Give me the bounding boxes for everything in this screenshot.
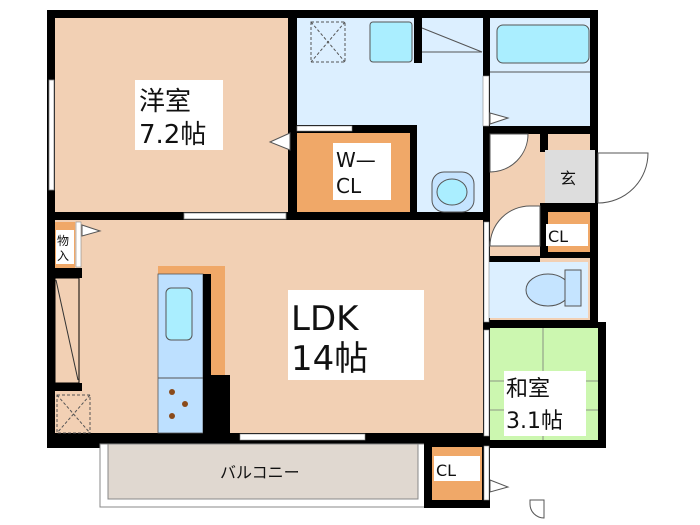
japanese-room-size: 3.1帖 xyxy=(506,409,563,434)
refrigerator-space xyxy=(56,394,91,434)
window-west xyxy=(48,79,55,191)
door-swing-icon xyxy=(268,132,291,151)
ldk-size: 14帖 xyxy=(291,339,368,379)
ldk-closet-label: CL xyxy=(436,461,456,480)
storage-label-1: 物 xyxy=(57,234,69,248)
washer-pan xyxy=(310,21,346,63)
entrance-closet-label: CL xyxy=(548,227,568,246)
storage-label-2: 入 xyxy=(57,249,69,263)
toilet-icon xyxy=(525,273,571,307)
bathtub xyxy=(496,24,590,64)
kitchen-sink xyxy=(165,287,193,341)
stove-burners-icon xyxy=(169,389,188,419)
western-room-size: 7.2帖 xyxy=(139,120,206,150)
ldk-label-box xyxy=(288,290,424,380)
entrance-label: 玄 xyxy=(560,169,576,188)
western-room-label-box xyxy=(135,80,223,150)
wic-label-2: CL xyxy=(336,174,362,198)
wic-label-1: W— xyxy=(336,148,376,172)
front-door[interactable] xyxy=(597,152,649,204)
japanese-label-box xyxy=(504,371,586,436)
ldk-name: LDK xyxy=(291,299,360,339)
western-room-name: 洋室 xyxy=(139,87,191,117)
balcony-label: バルコニー xyxy=(220,463,300,482)
door-swing-icon xyxy=(489,133,529,173)
sliding-door xyxy=(183,212,287,220)
vanity-sink xyxy=(369,21,413,63)
balcony-window xyxy=(239,433,366,441)
japanese-room-name: 和室 xyxy=(506,377,550,402)
entrance xyxy=(545,150,595,203)
wic-label-box xyxy=(333,143,391,200)
exterior-wall-right xyxy=(598,322,606,448)
